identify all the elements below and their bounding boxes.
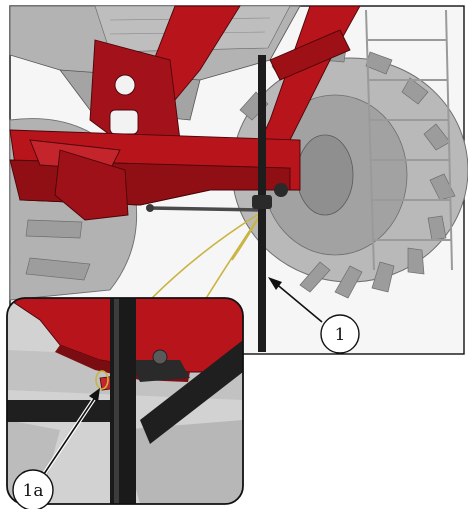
leader-arrow-icon	[268, 277, 282, 290]
vertical-rod	[252, 55, 288, 352]
tie-rod	[146, 204, 263, 212]
callout-1-circle	[320, 314, 360, 354]
callout-1a-circle	[12, 469, 54, 509]
callout-1a-label: 1a	[23, 481, 44, 501]
callout-1-label: 1	[335, 325, 346, 345]
callout-1: 1	[268, 277, 360, 354]
main-view: 1	[9, 5, 468, 355]
detail-inset-border	[6, 297, 244, 505]
detail-inset: 1a	[6, 297, 244, 509]
callout-1-leader	[273, 281, 323, 323]
callout-1a: 1a	[12, 388, 100, 509]
leader-arrow-icon	[89, 388, 100, 402]
ladder	[365, 9, 453, 271]
red-frame	[9, 5, 361, 221]
